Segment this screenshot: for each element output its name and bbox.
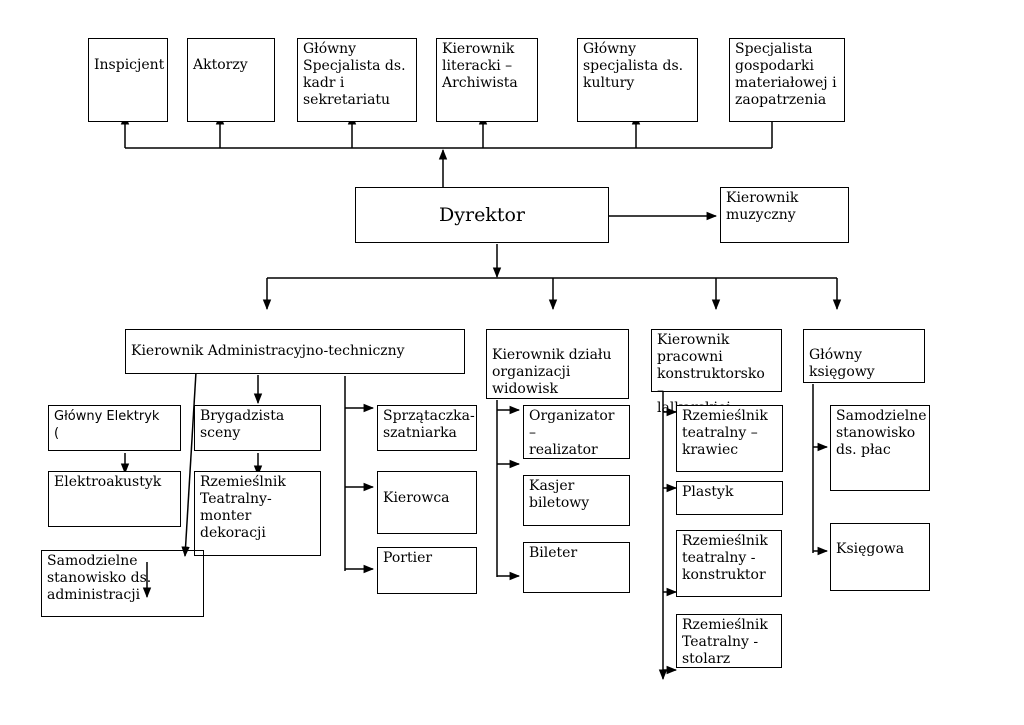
box-ksiegowa: Księgowa xyxy=(830,523,930,591)
label-elektroakustyk: Elektroakustyk xyxy=(54,474,162,490)
box-glowny-specjalista-kadr: Główny Specjalista ds. kadr i sekretaria… xyxy=(297,38,417,122)
label-kierownik-muzyczny: Kierownik muzyczny xyxy=(726,190,799,223)
label-glowny-specjalista-kadr: Główny Specjalista ds. kadr i sekretaria… xyxy=(303,41,406,108)
box-portier: Portier xyxy=(377,547,477,594)
label-inspicjent: Inspicjent xyxy=(94,57,165,73)
connector-admin-diagonal xyxy=(181,371,197,558)
label-kierownik-literacki: Kierownik literacki – Archiwista xyxy=(442,41,518,91)
label-glowny-elektryk: Główny Elektryk ( xyxy=(54,409,160,441)
box-aktorzy: Aktorzy xyxy=(187,38,275,122)
box-brygadzista-sceny: Brygadzista sceny xyxy=(194,405,321,451)
label-rzemieslnik-konstruktor: Rzemieślnik teatralny - konstruktor xyxy=(682,533,768,583)
label-kierowca: Kierowca xyxy=(383,490,450,506)
label-rzemieslnik-stolarz: Rzemieślnik Teatralny - stolarz xyxy=(682,617,768,667)
label-kasjer-biletowy: Kasjer biletowy xyxy=(529,478,590,511)
label-brygadzista-sceny: Brygadzista sceny xyxy=(200,408,285,441)
label-sprzataczka: Sprzątaczka- szatniarka xyxy=(383,408,475,441)
label-specjalista-gospodarki: Specjalista gospodarki materiałowej i za… xyxy=(735,41,837,108)
box-bileter: Bileter xyxy=(523,542,630,593)
box-dyrektor: Dyrektor xyxy=(355,187,609,243)
label-rzemieslnik-monter: Rzemieślnik Teatralny- monter dekoracji xyxy=(200,474,286,541)
box-kierowca: Kierowca xyxy=(377,471,477,534)
box-kierownik-muzyczny: Kierownik muzyczny xyxy=(720,187,849,243)
label-bileter: Bileter xyxy=(529,545,578,561)
label-rzemieslnik-krawiec: Rzemieślnik teatralny – krawiec xyxy=(682,408,768,458)
box-kierownik-organizacji-widowisk: Kierownik działu organizacji widowisk xyxy=(486,329,629,399)
label-kierownik-pracowni: Kierownik pracowni konstruktorsko – lalk… xyxy=(657,332,765,416)
label-organizator: Organizator – realizator xyxy=(529,408,615,458)
box-rzemieslnik-stolarz: Rzemieślnik Teatralny - stolarz xyxy=(676,614,782,668)
box-kierownik-administracyjno-techniczny: Kierownik Administracyjno-techniczny xyxy=(125,329,465,374)
box-sprzataczka: Sprzątaczka- szatniarka xyxy=(377,405,477,451)
label-kierownik-administracyjno-techniczny: Kierownik Administracyjno-techniczny xyxy=(131,343,405,359)
label-ksiegowa: Księgowa xyxy=(836,541,905,557)
label-portier: Portier xyxy=(383,550,433,566)
box-rzemieslnik-konstruktor: Rzemieślnik teatralny - konstruktor xyxy=(676,530,782,597)
box-samodzielne-plac: Samodzielne stanowisko ds. płac xyxy=(830,405,930,491)
box-elektroakustyk: Elektroakustyk xyxy=(48,471,181,527)
box-kierownik-pracowni: Kierownik pracowni konstruktorsko – lalk… xyxy=(651,329,782,416)
box-glowny-elektryk: Główny Elektryk ( xyxy=(48,405,181,451)
label-kierownik-organizacji-widowisk: Kierownik działu organizacji widowisk xyxy=(492,347,612,397)
box-samodzielne-administracji: Samodzielne stanowisko ds. administracji xyxy=(41,550,204,617)
label-aktorzy: Aktorzy xyxy=(193,57,248,73)
box-glowny-specjalista-kultury: Główny specjalista ds. kultury xyxy=(577,38,698,122)
box-kasjer-biletowy: Kasjer biletowy xyxy=(523,475,630,526)
box-rzemieslnik-monter: Rzemieślnik Teatralny- monter dekoracji xyxy=(194,471,321,556)
label-glowny-specjalista-kultury: Główny specjalista ds. kultury xyxy=(583,41,684,91)
label-samodzielne-administracji: Samodzielne stanowisko ds. administracji xyxy=(47,553,152,603)
box-glowny-ksiegowy: Główny księgowy xyxy=(803,329,925,383)
box-inspicjent: Inspicjent xyxy=(88,38,168,122)
label-plastyk: Plastyk xyxy=(682,484,734,500)
label-glowny-ksiegowy: Główny księgowy xyxy=(809,347,875,380)
box-rzemieslnik-krawiec: Rzemieślnik teatralny – krawiec xyxy=(676,405,783,472)
box-specjalista-gospodarki: Specjalista gospodarki materiałowej i za… xyxy=(729,38,845,122)
label-samodzielne-plac: Samodzielne stanowisko ds. płac xyxy=(836,408,927,458)
box-organizator: Organizator – realizator xyxy=(523,405,630,459)
box-plastyk: Plastyk xyxy=(676,481,783,515)
box-kierownik-literacki: Kierownik literacki – Archiwista xyxy=(436,38,538,122)
label-dyrektor: Dyrektor xyxy=(439,204,525,226)
